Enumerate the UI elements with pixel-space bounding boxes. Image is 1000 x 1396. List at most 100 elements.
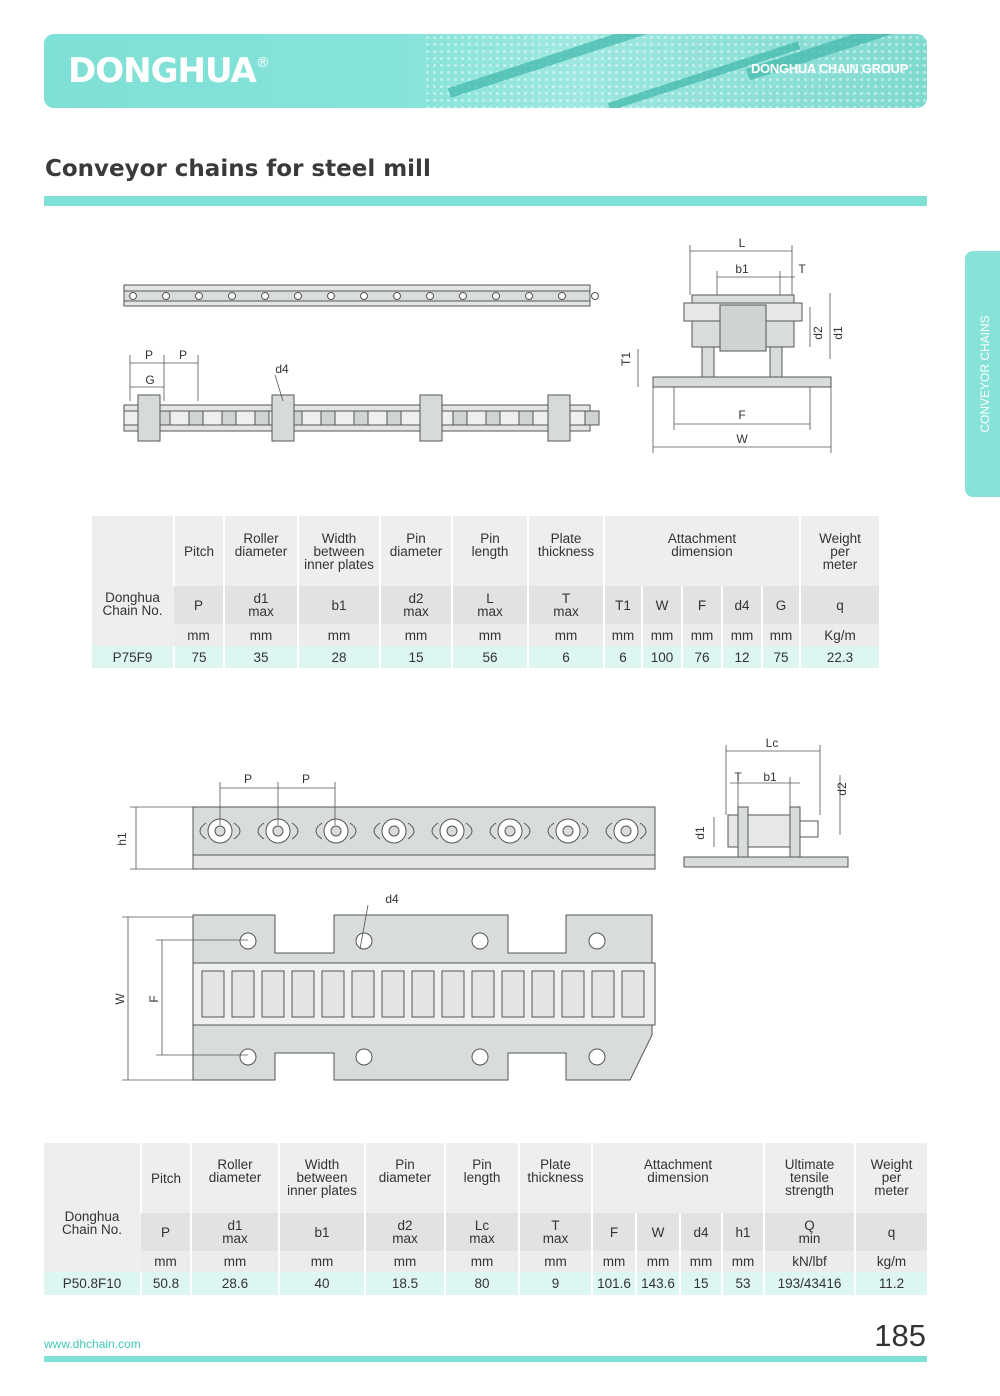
- pin-circle: [426, 292, 434, 300]
- col-head: Pin diameter: [364, 1143, 445, 1213]
- dim-p: P: [179, 348, 187, 362]
- pin-circle: [162, 292, 170, 300]
- roller-block: [201, 970, 225, 1018]
- roller-block: [221, 410, 237, 426]
- roller-block: [561, 970, 585, 1018]
- dim-f: F: [738, 408, 745, 422]
- dim-d2: d2: [835, 782, 849, 796]
- dim-t1: T1: [619, 352, 633, 366]
- dim-g: G: [145, 373, 154, 387]
- link-hook: [605, 822, 613, 840]
- spec-table-p75f9: Donghua Chain No. Pitch Roller diameter …: [92, 516, 879, 668]
- col-head: Ultimate tensile strength: [763, 1143, 855, 1213]
- page-title: Conveyor chains for steel mill: [45, 156, 431, 182]
- pin-circle: [228, 292, 236, 300]
- pin-circle: [459, 292, 467, 300]
- dim-d2: d2: [811, 326, 825, 340]
- link-hook: [523, 822, 531, 840]
- mounting-hole: [239, 1048, 257, 1066]
- footer-rule: [44, 1356, 927, 1362]
- dim-t: T: [798, 262, 806, 276]
- col-head: Roller diameter: [223, 516, 298, 586]
- pin-circle: [294, 292, 302, 300]
- roller-block: [320, 410, 336, 426]
- link-hook: [407, 822, 415, 840]
- col-chain-no: Donghua Chain No.: [92, 516, 174, 646]
- roller-block: [584, 410, 600, 426]
- dim-b1: b1: [763, 770, 777, 784]
- col-head: Roller diameter: [190, 1143, 279, 1213]
- dim-d1: d1: [831, 326, 845, 340]
- roller-block: [501, 970, 525, 1018]
- table-row: P50.8F10 50.8 28.6 40 18.5 80 9 101.6 14…: [44, 1272, 927, 1295]
- col-head: Pin length: [451, 516, 528, 586]
- mounting-hole: [471, 1048, 489, 1066]
- footer-website-link[interactable]: www.dhchain.com: [44, 1337, 141, 1351]
- roller-block: [381, 970, 405, 1018]
- pin-circle: [504, 825, 516, 837]
- roller-block: [231, 970, 255, 1018]
- link-hook: [291, 822, 299, 840]
- pin-circle: [388, 825, 400, 837]
- col-head: Plate thickness: [518, 1143, 592, 1213]
- dim-h1: h1: [115, 832, 129, 846]
- roller-block: [351, 970, 375, 1018]
- roller-block: [531, 970, 555, 1018]
- roller-block: [353, 410, 369, 426]
- spec-table-p50-8f10: Donghua Chain No. Pitch Roller diameter …: [44, 1143, 927, 1295]
- dim-d4: d4: [385, 892, 399, 906]
- col-head: Pitch: [173, 516, 224, 586]
- mounting-hole: [355, 932, 373, 950]
- dim-b1: b1: [735, 262, 749, 276]
- dim-l: L: [739, 236, 746, 250]
- roller-block: [485, 410, 501, 426]
- col-chain-no: Donghua Chain No.: [44, 1143, 141, 1272]
- pin-circle: [525, 292, 533, 300]
- roller-block: [321, 970, 345, 1018]
- brand-logo: DONGHUA®: [68, 51, 270, 91]
- pin-circle: [195, 292, 203, 300]
- mounting-hole: [471, 932, 489, 950]
- link-hook: [431, 822, 439, 840]
- roller-block: [254, 410, 270, 426]
- pin-circle: [591, 292, 599, 300]
- roller-block: [188, 410, 204, 426]
- mounting-hole: [355, 1048, 373, 1066]
- pin-circle: [129, 292, 137, 300]
- link-hook: [639, 822, 647, 840]
- dim-d1: d1: [693, 826, 707, 840]
- roller-block: [471, 970, 495, 1018]
- unit-row: mm mm mm mm mm mm mm mm mm mm mm Kg/m: [92, 624, 879, 646]
- dim-lc: Lc: [766, 736, 779, 750]
- mounting-hole: [588, 932, 606, 950]
- link-hook: [373, 822, 381, 840]
- pin-circle: [393, 292, 401, 300]
- mounting-hole: [588, 1048, 606, 1066]
- group-name: DONGHUA CHAIN GROUP: [750, 61, 908, 76]
- dim-w: W: [736, 432, 748, 446]
- link-hook: [465, 822, 473, 840]
- pin-circle: [562, 825, 574, 837]
- roller-block: [386, 410, 402, 426]
- link-hook: [233, 822, 241, 840]
- dim-w: W: [113, 993, 127, 1005]
- col-head: Weight per meter: [799, 516, 879, 586]
- link-hook: [489, 822, 497, 840]
- chain-p75f9-drawing: P P G d4 L b1 T d2 d1 T1 F W: [123, 236, 845, 453]
- pin-circle: [327, 292, 335, 300]
- side-tab[interactable]: CONVEYOR CHAINS: [965, 251, 1000, 497]
- roller-block: [441, 970, 465, 1018]
- title-rule: [44, 196, 927, 206]
- chain-p50-8f10-drawing: P P h1 d4 W F Lc T b1 d1 d2: [113, 736, 849, 1081]
- link-hook: [581, 822, 589, 840]
- col-head: Attachment dimension: [591, 1143, 764, 1213]
- page-number: 185: [874, 1318, 926, 1353]
- pin-circle: [214, 825, 226, 837]
- link-hook: [349, 822, 357, 840]
- pin-circle: [330, 825, 342, 837]
- link-hook: [199, 822, 207, 840]
- roller-block: [518, 410, 534, 426]
- col-head: Pin diameter: [379, 516, 452, 586]
- roller-block: [291, 970, 315, 1018]
- col-head: Width between inner plates: [278, 1143, 365, 1213]
